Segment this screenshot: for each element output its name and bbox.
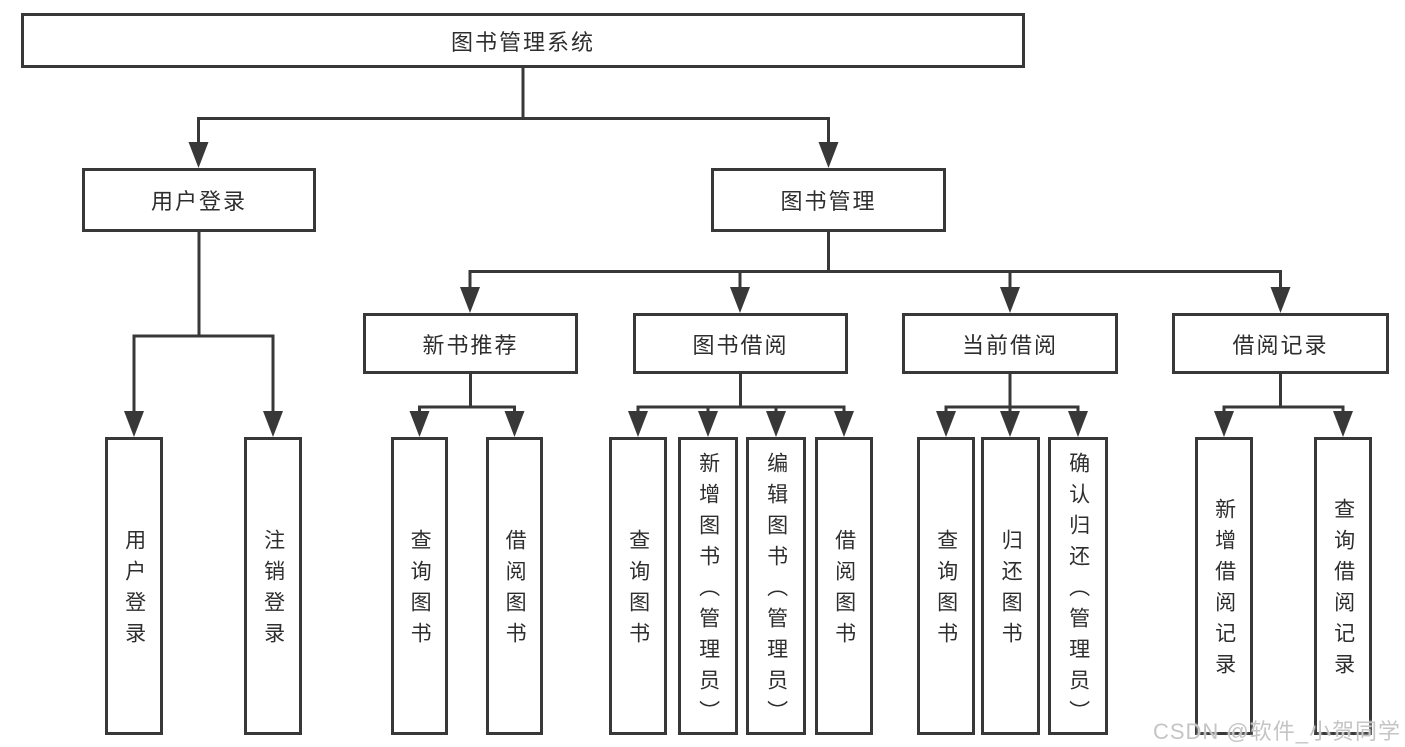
node-current-borrowing: 当前借阅 bbox=[902, 313, 1118, 374]
node-label: 新书推荐 bbox=[422, 332, 519, 358]
edge-borrowrecords-to-leaves bbox=[1222, 374, 1345, 412]
node-label: 图书借阅 bbox=[692, 332, 789, 358]
node-leaf-query-books-2: 查询图书 bbox=[609, 437, 667, 735]
node-leaf-query-books-1: 查询图书 bbox=[391, 437, 448, 735]
node-borrowing-records: 借阅记录 bbox=[1172, 313, 1389, 374]
node-label: 新增图书（管理员） bbox=[696, 451, 720, 731]
node-label: 借阅图书 bbox=[832, 529, 856, 653]
node-label: 查询借阅记录 bbox=[1331, 498, 1355, 684]
node-label: 新增借阅记录 bbox=[1212, 498, 1236, 684]
edge-userlogin-to-leaves bbox=[132, 232, 275, 413]
node-book-borrowing: 图书借阅 bbox=[633, 313, 848, 374]
node-label: 图书管理 bbox=[780, 189, 877, 214]
edge-root-to-level2 bbox=[197, 68, 830, 142]
edge-bookborrow-to-leaves bbox=[636, 374, 846, 412]
node-label: 借阅图书 bbox=[503, 529, 527, 653]
arrowheads bbox=[124, 142, 1353, 437]
node-label: 查询图书 bbox=[408, 529, 432, 653]
edge-bookmgmt-to-level3 bbox=[468, 232, 1282, 288]
node-label: 借阅记录 bbox=[1232, 332, 1329, 358]
node-leaf-confirm-return-admin: 确认归还（管理员） bbox=[1048, 437, 1108, 735]
edge-currentborrow-to-leaves bbox=[944, 374, 1080, 412]
node-leaf-query-borrow-record: 查询借阅记录 bbox=[1314, 437, 1372, 735]
node-leaf-user-login: 用户登录 bbox=[105, 437, 163, 735]
node-leaf-borrow-books-1: 借阅图书 bbox=[486, 437, 543, 735]
node-label: 确认归还（管理员） bbox=[1066, 451, 1090, 731]
node-label: 查询图书 bbox=[626, 529, 650, 653]
node-label: 注销登录 bbox=[261, 529, 285, 653]
node-new-book-recommend: 新书推荐 bbox=[363, 313, 578, 374]
node-root: 图书管理系统 bbox=[21, 13, 1025, 68]
node-label: 用户登录 bbox=[122, 529, 146, 653]
node-label: 用户登录 bbox=[150, 189, 247, 214]
node-label: 当前借阅 bbox=[961, 332, 1058, 358]
node-label: 编辑图书（管理员） bbox=[764, 451, 788, 731]
node-user-login-branch: 用户登录 bbox=[82, 168, 316, 232]
node-leaf-return-book: 归还图书 bbox=[981, 437, 1040, 735]
node-leaf-borrow-books-2: 借阅图书 bbox=[815, 437, 873, 735]
node-label: 图书管理系统 bbox=[450, 29, 595, 55]
node-leaf-logout: 注销登录 bbox=[244, 437, 302, 735]
node-leaf-add-book-admin: 新增图书（管理员） bbox=[678, 437, 738, 735]
watermark: CSDN @软件_小贺同学 bbox=[1152, 719, 1401, 744]
node-label: 归还图书 bbox=[999, 529, 1023, 653]
node-leaf-add-borrow-record: 新增借阅记录 bbox=[1195, 437, 1253, 735]
node-label: 查询图书 bbox=[934, 529, 958, 653]
edge-newbookrec-to-leaves bbox=[418, 374, 516, 412]
node-leaf-query-books-3: 查询图书 bbox=[917, 437, 975, 735]
node-leaf-edit-book-admin: 编辑图书（管理员） bbox=[746, 437, 806, 735]
node-book-management: 图书管理 bbox=[711, 168, 946, 232]
